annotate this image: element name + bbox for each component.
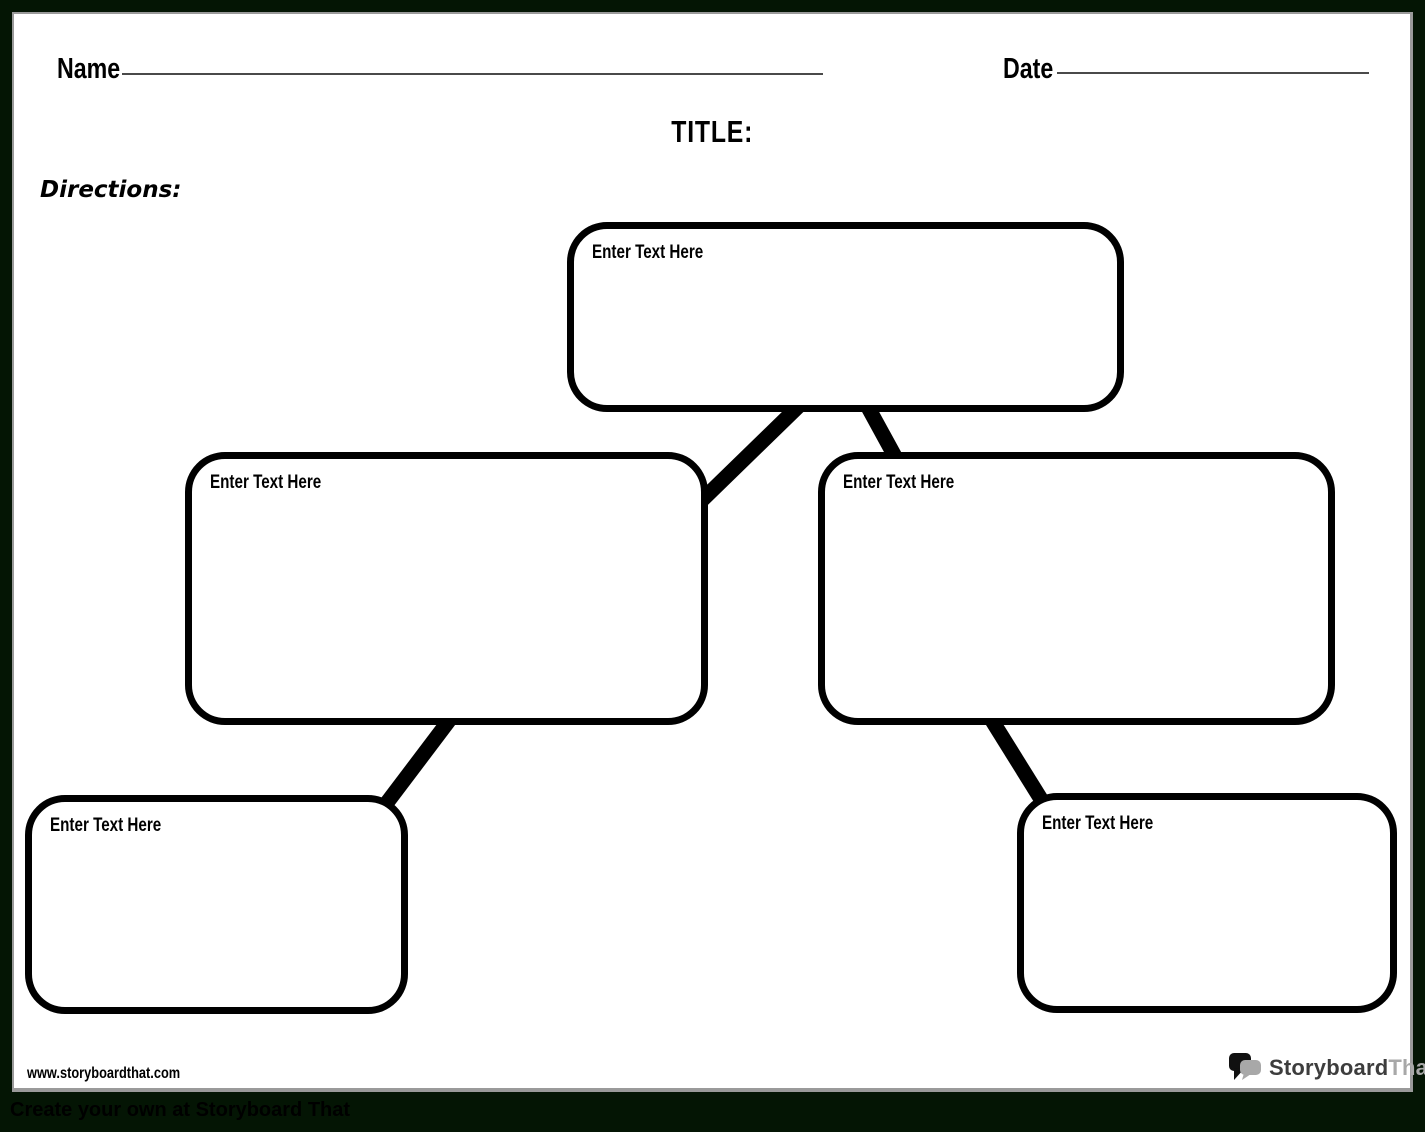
box-placeholder-text: Enter Text Here [1042,813,1154,834]
connector-middle-left-to-bottom-left [380,709,460,809]
box-placeholder-text: Enter Text Here [210,472,322,493]
text-box-bottom-left[interactable]: Enter Text Here [25,795,408,1014]
page-title-row: TITLE: [14,114,1410,150]
box-placeholder-text: Enter Text Here [592,242,704,263]
text-box-bottom-right[interactable]: Enter Text Here [1017,793,1397,1013]
directions-label: Directions: [40,177,182,203]
box-placeholder-text: Enter Text Here [843,472,955,493]
name-label: Name [57,53,121,85]
watermark-text: Create your own at Storyboard That [10,1099,351,1121]
text-box-top[interactable]: Enter Text Here [567,222,1124,412]
date-label: Date [1003,53,1054,85]
page-title: TITLE: [671,114,753,149]
box-placeholder-text: Enter Text Here [50,815,162,836]
text-box-middle-right[interactable]: Enter Text Here [818,452,1335,725]
logo-text-that: That [1388,1055,1425,1080]
worksheet-page: Name Date TITLE: Directions: Enter Text … [12,12,1425,1092]
date-fill-line [1057,72,1369,74]
connector-middle-right-to-bottom-right [981,710,1051,808]
connector-top-to-middle-left [689,392,813,513]
name-fill-line [122,73,823,75]
speech-bubbles-icon [1229,1053,1261,1080]
text-box-middle-left[interactable]: Enter Text Here [185,452,708,725]
website-url: www.storyboardthat.com [27,1065,181,1082]
logo-text-storyboard: Storyboard [1269,1055,1389,1080]
